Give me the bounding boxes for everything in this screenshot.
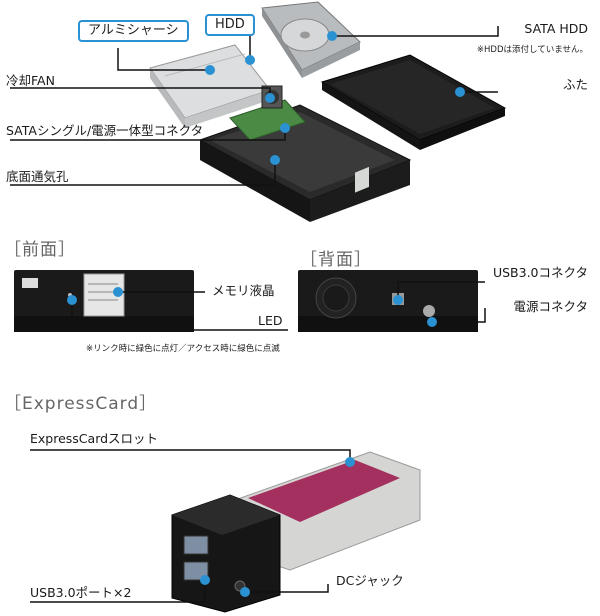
cooling-fan-label: 冷却FAN [6, 73, 55, 88]
hdd-note: ※HDDは添付していません。 [476, 45, 588, 55]
front-section-title: ［前面］ [4, 240, 76, 260]
aluminum-chassis-image [149, 44, 271, 128]
lid-label: ふた [562, 77, 588, 92]
expresscard-slot-label: ExpressCardスロット [30, 431, 159, 446]
back-view-device-image [298, 270, 478, 332]
sata-connector-label: SATAシングル/電源一体型コネクタ [6, 123, 204, 138]
usb-connector-label: USB3.0コネクタ [492, 265, 588, 280]
usb-ports-label: USB3.0ポート×2 [30, 585, 132, 600]
aluminum-chassis-label: アルミシャーシ [78, 20, 189, 42]
led-note: ※リンク時に緑色に点灯／アクセス時に緑色に点滅 [86, 344, 280, 354]
expresscard-image [171, 451, 421, 613]
hdd-drive-image [261, 1, 361, 78]
dc-jack-label: DCジャック [336, 573, 404, 588]
lid-image [320, 54, 507, 150]
hdd-label: HDD [205, 14, 255, 36]
front-view-device-image [14, 270, 194, 332]
memory-lcd-label: メモリ液晶 [212, 283, 275, 298]
enclosure-image [198, 85, 412, 222]
expresscard-section-title: ［ExpressCard］ [4, 394, 158, 414]
back-section-title: ［背面］ [300, 250, 372, 270]
bottom-vent-label: 底面通気孔 [6, 169, 69, 184]
power-connector-label: 電源コネクタ [513, 299, 588, 314]
sata-hdd-label: SATA HDD [524, 21, 588, 36]
led-label: LED [258, 313, 283, 328]
